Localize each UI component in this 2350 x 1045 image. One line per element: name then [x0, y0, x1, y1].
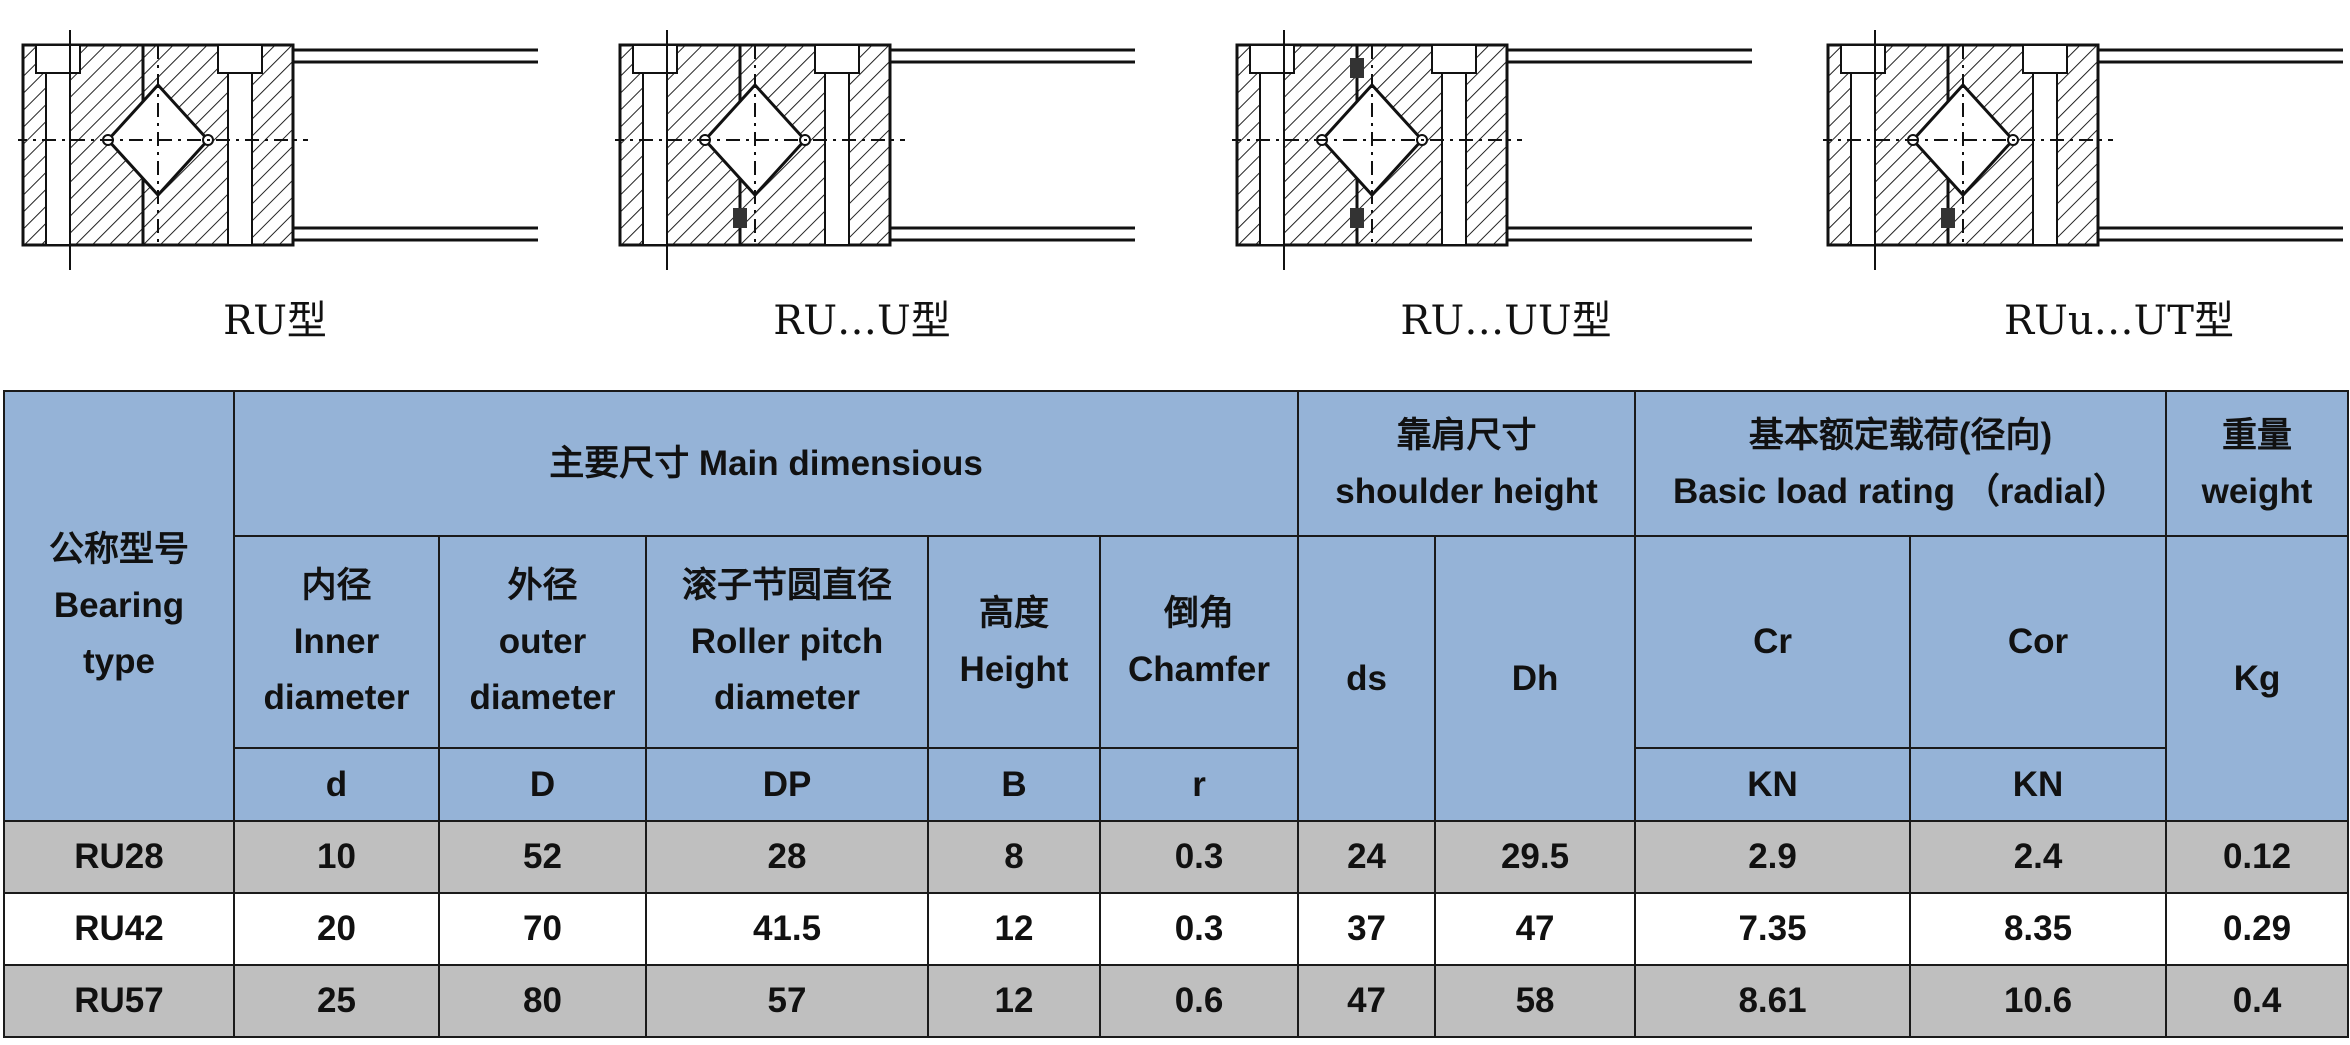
header-weight: 重量 weight	[2165, 390, 2350, 537]
header-inner-en1: Inner	[293, 622, 380, 661]
cell-r: 0.3	[1098, 820, 1300, 894]
header-chamfer: 倒角 Chamfer	[1098, 535, 1300, 749]
header-pitch-cn: 滚子节圆直径	[681, 566, 892, 605]
drawing-caption-ru-u: RU…U型	[773, 298, 951, 344]
header-outer-en1: outer	[498, 622, 587, 661]
cell-B: 8	[927, 820, 1101, 894]
drawing-ruu-ut	[1823, 30, 2350, 270]
cell-d: 25	[233, 964, 440, 1038]
header-ds: ds	[1297, 535, 1437, 822]
header-chamfer-en: Chamfer	[1128, 650, 1270, 689]
table-row: RU57 25 80 57 12 0.6 47 58 8.61 10.6 0.4	[3, 964, 2350, 1038]
header-cr: Cr	[1634, 535, 1912, 749]
cross-section-ru-icon	[18, 30, 538, 270]
drawing-ru-uu	[1232, 30, 1792, 270]
cell-bearing-type: RU57	[3, 964, 235, 1038]
header-roller-pitch: 滚子节圆直径 Roller pitch diameter	[645, 535, 929, 749]
cell-d: 10	[233, 820, 440, 894]
symbol-r: r	[1098, 747, 1300, 822]
unit-cor: KN	[1909, 747, 2168, 822]
header-outer-en2: diameter	[469, 678, 616, 717]
header-weight-en: weight	[2201, 471, 2313, 511]
cell-cor: 2.4	[1909, 820, 2168, 894]
header-bearing-type-cn: 公称型号	[48, 530, 189, 569]
cell-kg: 0.12	[2165, 820, 2350, 894]
cell-dh: 58	[1434, 964, 1637, 1038]
cell-cor: 10.6	[1909, 964, 2168, 1038]
cross-section-ruu-ut-icon	[1823, 30, 2343, 270]
cross-section-ru-u-icon	[615, 30, 1135, 270]
cell-cr: 8.61	[1634, 964, 1912, 1038]
header-dh: Dh	[1434, 535, 1637, 822]
cell-B: 12	[927, 964, 1101, 1038]
cross-section-ru-uu-icon	[1232, 30, 1752, 270]
header-load-cn: 基本额定载荷(径向)	[1748, 415, 2053, 455]
header-inner-en2: diameter	[263, 678, 410, 717]
drawing-caption-ru: RU型	[223, 298, 327, 344]
header-height: 高度 Height	[927, 535, 1101, 749]
cell-ds: 47	[1297, 964, 1437, 1038]
header-pitch-en2: diameter	[714, 678, 860, 717]
cell-bearing-type: RU42	[3, 892, 235, 966]
symbol-d: d	[233, 747, 440, 822]
header-cor: Cor	[1909, 535, 2168, 749]
header-shoulder-height: 靠肩尺寸 shoulder height	[1297, 390, 1637, 537]
header-main-dimensions: 主要尺寸 Main dimensious	[232, 390, 1300, 537]
cell-D: 52	[438, 820, 647, 894]
symbol-DP: DP	[645, 747, 929, 822]
header-height-en: Height	[959, 650, 1069, 689]
cell-D: 80	[438, 964, 647, 1038]
header-load-rating: 基本额定载荷(径向) Basic load rating （radial）	[1634, 390, 2168, 537]
cell-cor: 8.35	[1909, 892, 2168, 966]
cell-kg: 0.4	[2165, 964, 2350, 1038]
header-bearing-type: 公称型号 Bearing type	[3, 390, 235, 822]
header-weight-cn: 重量	[2222, 415, 2293, 455]
cell-DP: 41.5	[645, 892, 929, 966]
cell-r: 0.3	[1098, 892, 1300, 966]
cell-r: 0.6	[1098, 964, 1300, 1038]
drawing-caption-ruu-ut: RUu…UT型	[2004, 298, 2234, 344]
cell-DP: 57	[645, 964, 929, 1038]
header-inner-cn: 内径	[301, 566, 372, 605]
unit-cr: KN	[1634, 747, 1912, 822]
header-load-en: Basic load rating （radial）	[1672, 471, 2129, 511]
symbol-B: B	[927, 747, 1101, 822]
cell-kg: 0.29	[2165, 892, 2350, 966]
table-row: RU42 20 70 41.5 12 0.3 37 47 7.35 8.35 0…	[3, 892, 2350, 966]
drawing-ru-u	[615, 30, 1175, 270]
header-inner-diameter: 内径 Inner diameter	[233, 535, 440, 749]
header-pitch-en1: Roller pitch	[690, 622, 884, 661]
drawing-ru	[18, 30, 578, 270]
cell-cr: 2.9	[1634, 820, 1912, 894]
cell-d: 20	[233, 892, 440, 966]
cell-dh: 47	[1434, 892, 1637, 966]
cell-ds: 37	[1297, 892, 1437, 966]
cell-ds: 24	[1297, 820, 1437, 894]
cell-dh: 29.5	[1434, 820, 1637, 894]
header-shoulder-cn: 靠肩尺寸	[1396, 415, 1537, 455]
cell-DP: 28	[645, 820, 929, 894]
header-chamfer-cn: 倒角	[1164, 594, 1235, 633]
header-bearing-type-en2: type	[83, 642, 155, 681]
cell-B: 12	[927, 892, 1101, 966]
header-outer-cn: 外径	[507, 566, 578, 605]
bearing-spec-table: 公称型号 Bearing type 主要尺寸 Main dimensious 靠…	[3, 390, 2350, 1038]
cell-bearing-type: RU28	[3, 820, 235, 894]
header-height-cn: 高度	[978, 594, 1049, 633]
symbol-D: D	[438, 747, 647, 822]
header-kg: Kg	[2165, 535, 2350, 822]
header-bearing-type-en1: Bearing	[53, 586, 185, 625]
table-row: RU28 10 52 28 8 0.3 24 29.5 2.9 2.4 0.12	[3, 820, 2350, 894]
cell-D: 70	[438, 892, 647, 966]
cell-cr: 7.35	[1634, 892, 1912, 966]
header-outer-diameter: 外径 outer diameter	[438, 535, 647, 749]
header-shoulder-en: shoulder height	[1335, 471, 1598, 511]
drawing-caption-ru-uu: RU…UU型	[1400, 298, 1612, 344]
